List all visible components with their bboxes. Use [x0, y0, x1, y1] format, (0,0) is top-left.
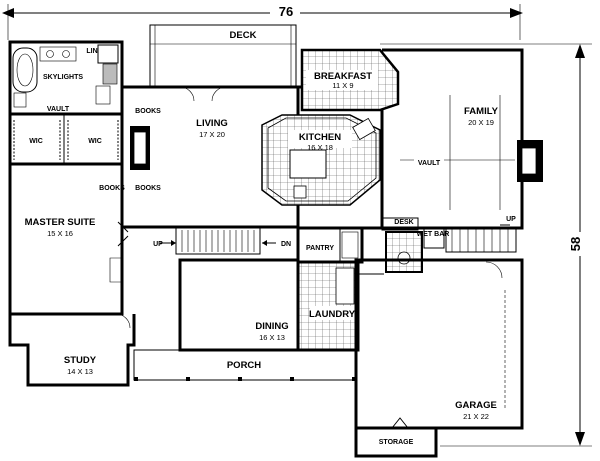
garage-size: 21 X 22 [463, 412, 489, 421]
pantry-label: PANTRY [306, 245, 334, 252]
vault-master-label: VAULT [47, 106, 70, 113]
garage-name: GARAGE [455, 400, 497, 411]
porch: PORCH [133, 349, 357, 381]
breakfast-name: BREAKFAST [314, 71, 372, 82]
books-top-label: BOOKS [135, 108, 161, 115]
dn-stair-label: DN [281, 241, 291, 248]
master-suite-size: 15 X 16 [47, 229, 73, 238]
desk-label: DESK [394, 219, 413, 226]
books-mid-right-label: BOOKS [135, 185, 161, 192]
vault-family-label: VAULT [418, 160, 441, 167]
foyer-stair: UP DN [153, 227, 291, 255]
wic-left-label: WIC [29, 138, 43, 145]
study-name: STUDY [64, 355, 97, 366]
pantry: PANTRY [296, 226, 364, 264]
kitchen-size: 16 X 18 [307, 143, 333, 152]
study: STUDY 14 X 13 [8, 296, 136, 387]
storage-label: STORAGE [379, 439, 414, 446]
garage: GARAGE 21 X 22 [354, 258, 524, 430]
living-name: LIVING [196, 118, 228, 129]
books-mid-left-label: BOOKS [99, 185, 125, 192]
laundry-label: LAUNDRY [309, 309, 356, 320]
breakfast-size: 11 X 9 [332, 81, 353, 90]
porch-label: PORCH [227, 360, 261, 371]
dining-size: 16 X 13 [259, 333, 285, 342]
depth-dimension: 58 [380, 43, 592, 447]
breakfast: BREAKFAST 11 X 9 [300, 48, 400, 112]
dining-name: DINING [255, 321, 288, 332]
up-family-label: UP [506, 216, 516, 223]
study-size: 14 X 13 [67, 367, 93, 376]
storage: STORAGE [354, 417, 438, 458]
dining-room: DINING 16 X 13 [178, 258, 300, 352]
master-bath: LIN SKYLIGHTS VAULT [8, 40, 124, 116]
family-size: 20 X 19 [468, 118, 494, 127]
walk-in-closets: WIC WIC [8, 112, 124, 166]
desk-wetbar-area: DESK WET BAR [381, 217, 517, 273]
skylights-label: SKYLIGHTS [43, 74, 83, 81]
depth-label: 58 [568, 237, 583, 251]
deck: DECK [149, 24, 297, 88]
living-size: 17 X 20 [199, 130, 225, 139]
family-name: FAMILY [464, 106, 499, 117]
master-suite-name: MASTER SUITE [25, 217, 96, 228]
wic-right-label: WIC [88, 138, 102, 145]
up-stair-label: UP [153, 241, 163, 248]
family-room: FAMILY 20 X 19 VAULT UP [382, 48, 543, 230]
lin-label: LIN [86, 48, 97, 55]
wetbar-label: WET BAR [417, 231, 450, 238]
width-label: 76 [279, 4, 293, 19]
master-suite: MASTER SUITE 15 X 16 [8, 162, 129, 316]
deck-label: DECK [230, 30, 257, 41]
laundry: LAUNDRY [296, 260, 360, 352]
kitchen-name: KITCHEN [299, 132, 341, 143]
width-dimension: 76 [2, 4, 523, 40]
